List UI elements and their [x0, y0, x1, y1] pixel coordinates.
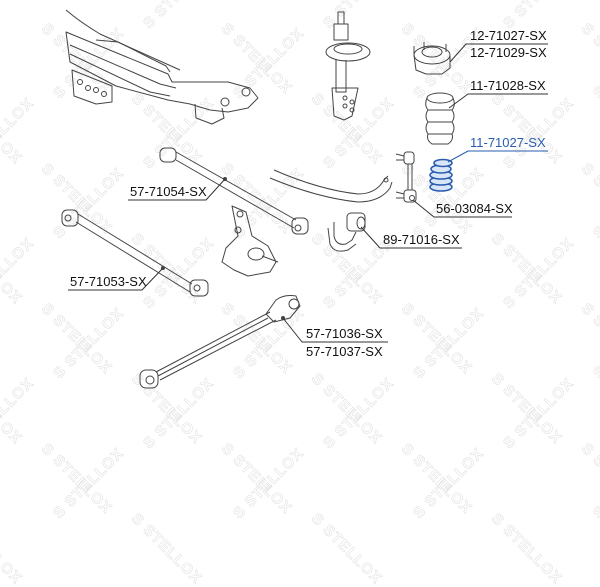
stabilizer-bushing-drawing: [327, 212, 366, 252]
part-label-12-71027[interactable]: 12-71027-SX: [470, 28, 547, 43]
leader-lines: [68, 43, 548, 343]
strut-mount-drawing: [413, 42, 451, 75]
watermark-text: S STELLOX: [230, 444, 308, 523]
part-label-89-71016[interactable]: 89-71016-SX: [383, 232, 460, 247]
part-label-57-71037[interactable]: 57-71037-SX: [306, 344, 383, 359]
stabilizer-bar-drawing: [269, 169, 393, 203]
coil-spring-drawing: [429, 158, 453, 192]
part-label-57-71036[interactable]: 57-71036-SX: [306, 326, 383, 341]
watermark-text: S STELLOX: [577, 440, 600, 518]
watermark-text: S STELLOX: [0, 510, 26, 587]
part-label-56-03084[interactable]: 56-03084-SX: [436, 201, 513, 216]
shock-absorber-drawing: [325, 11, 371, 121]
watermark-text: S STELLOX: [397, 440, 476, 518]
watermark-text: S STELLOX: [37, 440, 116, 518]
watermark-text: S STELLOX: [127, 510, 206, 587]
part-label-11-71028[interactable]: 11-71028-SX: [470, 78, 546, 93]
trailing-arm-drawing: [139, 295, 301, 389]
stabilizer-link-drawing: [395, 151, 417, 203]
rear-subframe-drawing: [65, 9, 259, 125]
knuckle-drawing: [221, 205, 279, 277]
watermark-text: S STELLOX: [307, 510, 386, 587]
watermark-text: S STELLOX: [410, 444, 488, 523]
part-label-11-71027-highlighted[interactable]: 11-71027-SX: [470, 135, 546, 150]
watermark-text: S STELLOX: [50, 444, 128, 523]
part-label-57-71054[interactable]: 57-71054-SX: [130, 184, 207, 199]
watermark-text: S STELLOX: [217, 440, 296, 518]
lateral-arm-lower-drawing: [61, 209, 209, 297]
watermark-text: S STELLOX: [487, 510, 566, 587]
watermark-text: S STELLOX: [590, 444, 600, 523]
diagram-drawing: [61, 9, 548, 389]
bump-stop-boot-drawing: [425, 92, 455, 145]
part-label-57-71053[interactable]: 57-71053-SX: [70, 274, 147, 289]
part-label-12-71029[interactable]: 12-71029-SX: [470, 45, 547, 60]
